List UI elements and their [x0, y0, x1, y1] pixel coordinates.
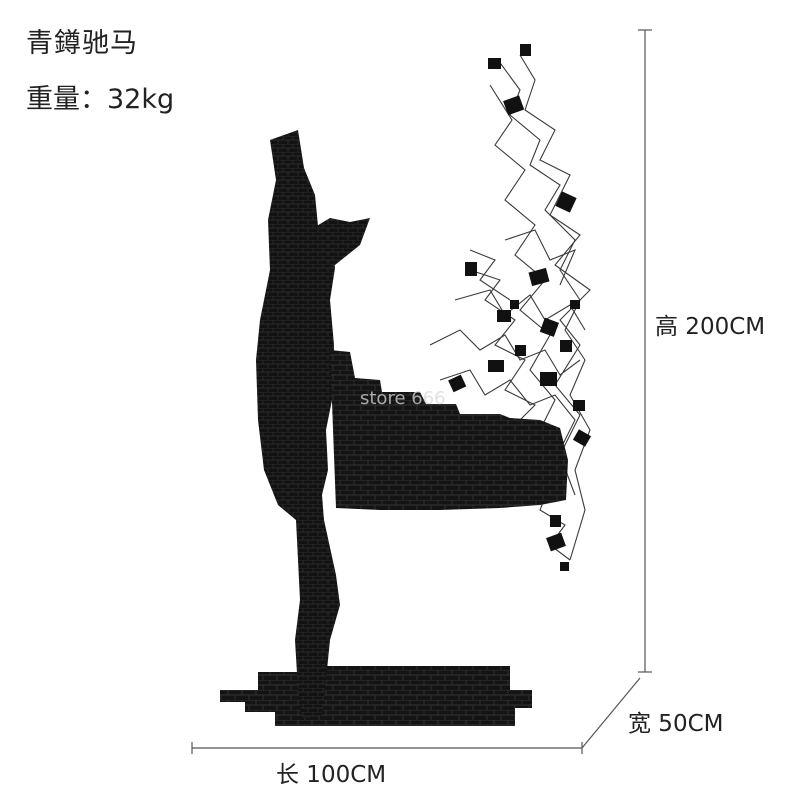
length-label: 长 100CM [276, 762, 387, 788]
flying-cubes [448, 44, 592, 571]
width-dimension-line [581, 677, 641, 749]
watermark: store 666 [360, 388, 446, 409]
width-label: 宽 50CM [628, 711, 724, 737]
sculpture-body [330, 350, 568, 510]
sculpture-neck-leg [256, 130, 340, 718]
dimension-lines [191, 29, 652, 754]
product-title: 青鐏驰马 [26, 28, 138, 59]
product-weight: 重量：32kg [26, 84, 175, 115]
height-label: 高 200CM [655, 314, 766, 340]
sculpture-base [220, 666, 532, 726]
sculpture-ear [310, 218, 370, 265]
horse-sculpture [220, 130, 568, 726]
